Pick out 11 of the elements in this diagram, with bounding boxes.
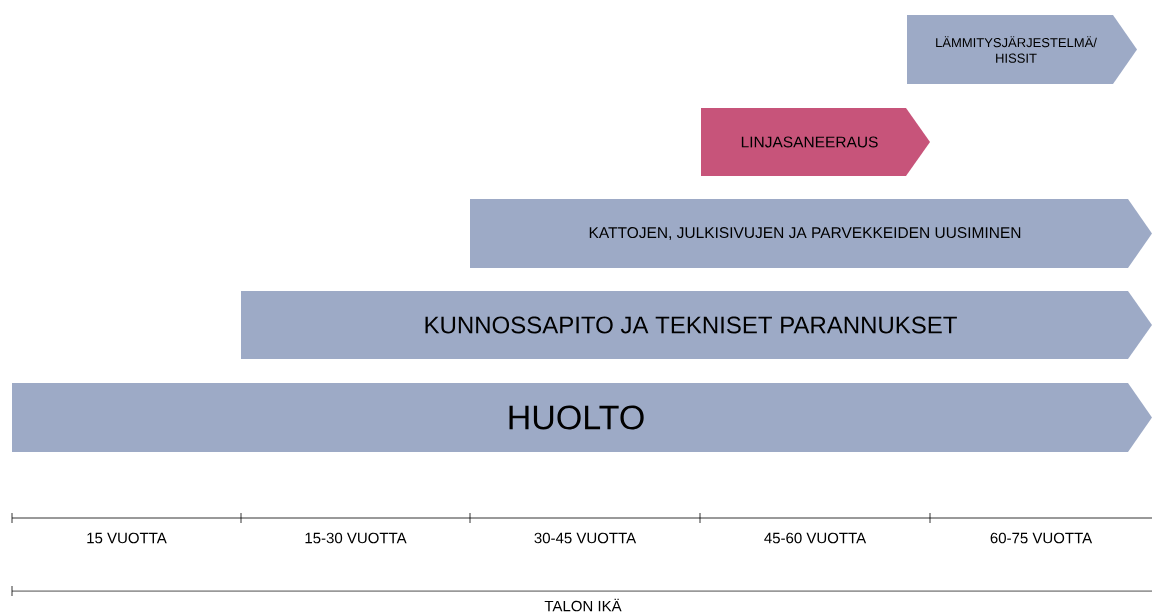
- chevron-band: HUOLTO: [12, 383, 1152, 452]
- axis-label: 60-75 VUOTTA: [990, 532, 1093, 544]
- axis-title: TALON IKÄ: [544, 598, 622, 612]
- axis-label: 15-30 VUOTTA: [305, 532, 407, 544]
- axis-label: 30-45 VUOTTA: [534, 532, 637, 544]
- axis-label: 45-60 VUOTTA: [764, 532, 867, 544]
- chevron-band: LINJASANEERAUS: [701, 108, 930, 176]
- chevron-band: LÄMMITYSJÄRJESTELMÄ/ HISSIT: [907, 15, 1137, 84]
- chevron-band: KUNNOSSAPITO JA TEKNISET PARANNUKSET: [241, 291, 1152, 359]
- axis-label: 15 VUOTTA: [87, 532, 167, 544]
- chevron-band: KATTOJEN, JULKISIVUJEN JA PARVEKKEIDEN UUSIMINEN: [470, 199, 1152, 268]
